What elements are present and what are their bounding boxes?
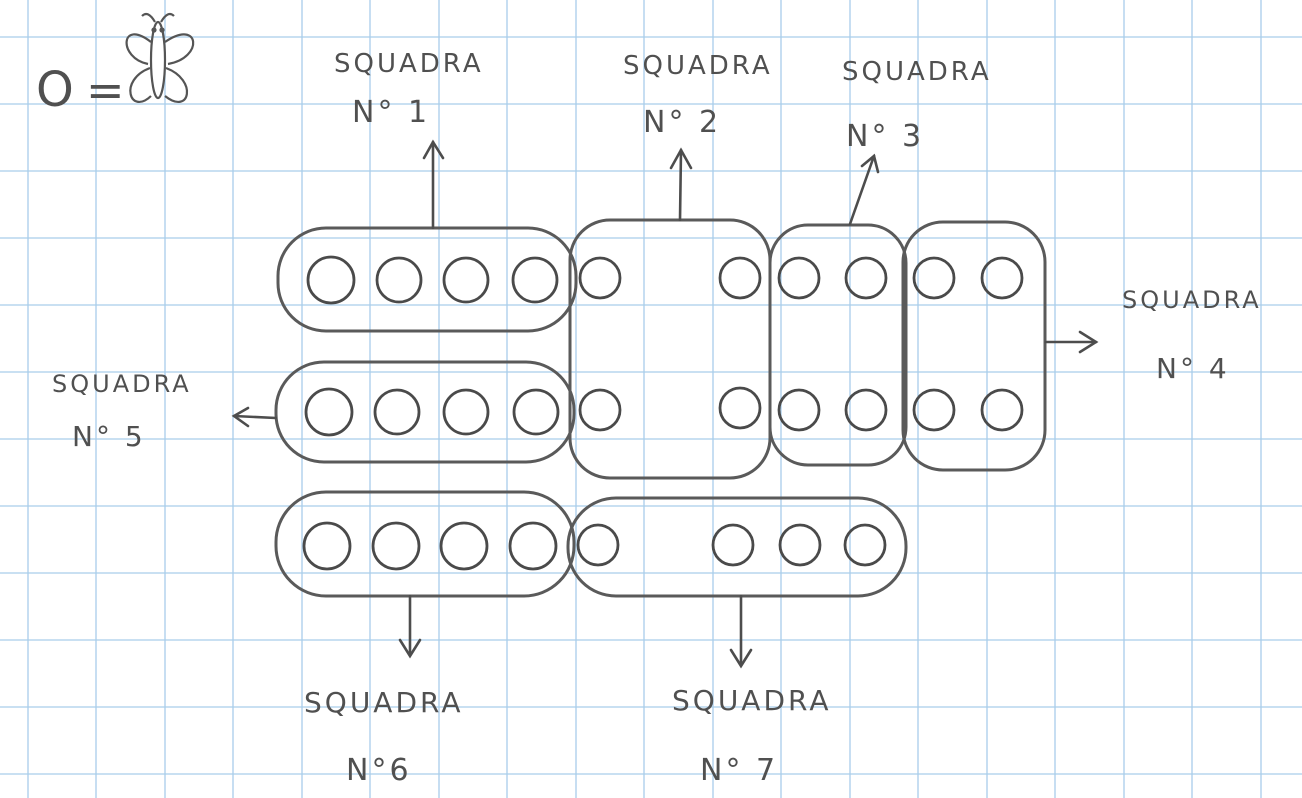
circle (444, 258, 488, 302)
circle (377, 258, 421, 302)
squad-6-number: N°6 (346, 753, 412, 788)
child-circles (304, 257, 1022, 569)
squad-2-number: N° 2 (643, 105, 721, 140)
arrow-squad-4 (1046, 332, 1096, 352)
butterfly-icon (127, 14, 194, 102)
arrow-squad-7 (731, 596, 751, 666)
circle (914, 390, 954, 430)
arrow-squad-2 (671, 150, 691, 220)
circle (580, 390, 620, 430)
circle (982, 258, 1022, 298)
circle (779, 390, 819, 430)
squad-4-number: N° 4 (1156, 352, 1230, 385)
circle (514, 390, 558, 434)
circle (713, 525, 753, 565)
circle (779, 258, 819, 298)
legend-equals: = (86, 63, 125, 117)
squad-7-number: N° 7 (700, 753, 778, 788)
squad-7-title: SQUADRA (672, 684, 832, 717)
arrow-squad-1 (424, 142, 443, 228)
circle (982, 390, 1022, 430)
circle (375, 390, 419, 434)
squad-3-title: SQUADRA (842, 57, 992, 87)
circle (780, 525, 820, 565)
squad-5-outline (276, 362, 574, 462)
circle (846, 390, 886, 430)
squad-4-title: SQUADRA (1122, 286, 1262, 314)
circle (580, 258, 620, 298)
legend-circle-symbol: O (36, 62, 74, 118)
circle (306, 389, 352, 435)
squad-1-number: N° 1 (352, 95, 430, 130)
circle (914, 258, 954, 298)
circle (720, 388, 760, 428)
circle (441, 523, 487, 569)
arrow-squad-5 (234, 408, 276, 426)
circle (308, 257, 354, 303)
squad-groupings (276, 220, 1045, 596)
circle (373, 523, 419, 569)
arrow-squad-6 (400, 596, 420, 656)
squad-6-title: SQUADRA (304, 686, 464, 719)
squad-5-title: SQUADRA (52, 370, 192, 398)
arrow-squad-3 (850, 156, 878, 224)
circle (720, 258, 760, 298)
squad-2-title: SQUADRA (623, 51, 773, 81)
circle (304, 523, 350, 569)
squad-3-number: N° 3 (846, 119, 924, 154)
squad-6-outline (276, 492, 574, 596)
circle (513, 258, 557, 302)
circle (444, 390, 488, 434)
squad-1-outline (278, 228, 576, 331)
circle (578, 525, 618, 565)
legend: O = (36, 14, 193, 118)
squad-1-title: SQUADRA (334, 49, 484, 79)
squad-5-number: N° 5 (72, 420, 146, 453)
circle (510, 523, 556, 569)
circle (845, 525, 885, 565)
circle (846, 258, 886, 298)
